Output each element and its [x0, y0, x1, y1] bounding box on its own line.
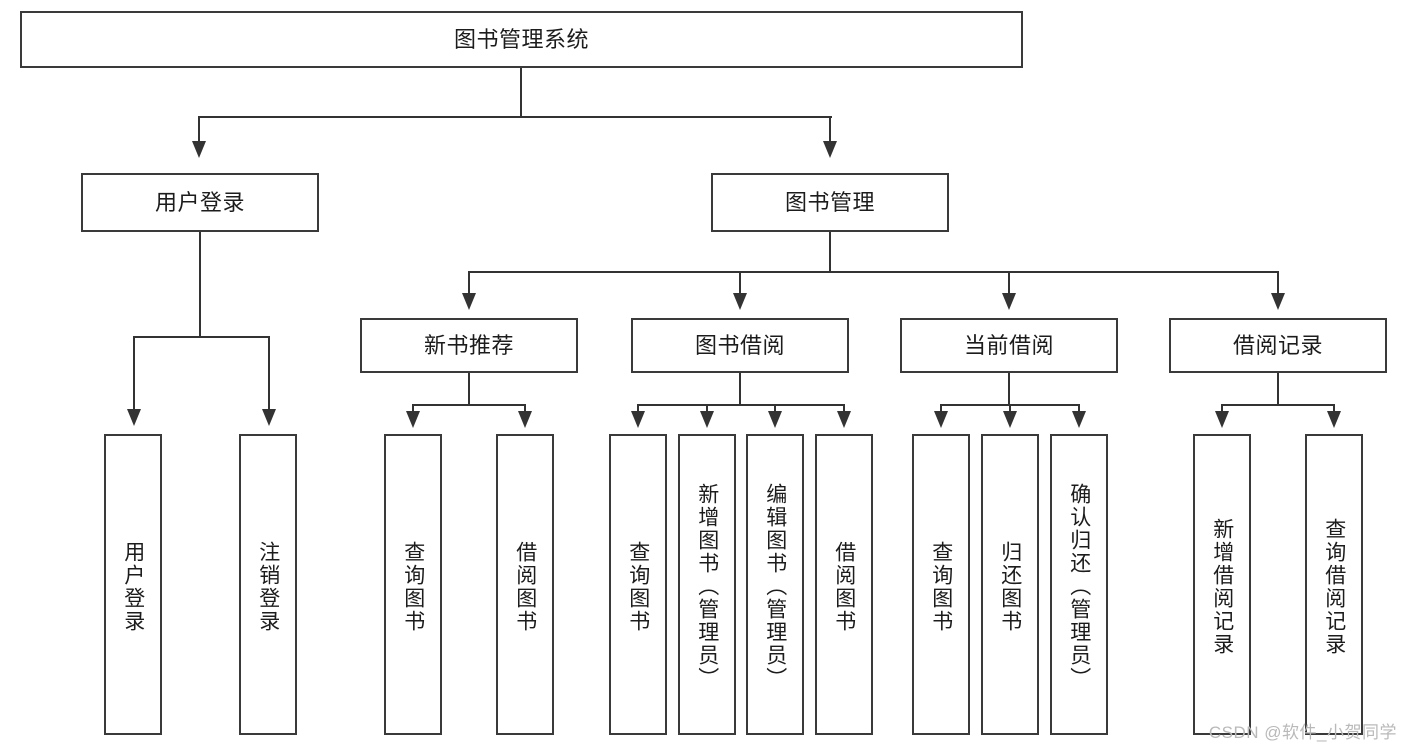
leaf-logout-login-label: 注销登录: [256, 540, 280, 633]
connector-root-to-user-login: [198, 116, 201, 143]
leaf-borrow-book-2-label: 借阅图书: [832, 540, 856, 633]
arrowhead-book-manage-to-book-borrow: [733, 293, 747, 310]
node-book-borrow[interactable]: 图书借阅: [631, 318, 849, 373]
connector-root-bar: [198, 116, 832, 119]
connector-book-borrow-bar: [637, 404, 845, 407]
connector-user-login-to-leaf-2: [268, 336, 271, 411]
leaf-query-book-1[interactable]: 查询图书: [384, 434, 442, 735]
node-book-manage-label: 图书管理: [784, 189, 875, 215]
leaf-add-book[interactable]: 新增图书（管理员）: [678, 434, 736, 735]
leaf-confirm-return[interactable]: 确认归还（管理员）: [1050, 434, 1108, 735]
arrowhead-book-manage-to-borrow-record: [1271, 293, 1285, 310]
leaf-borrow-book-2[interactable]: 借阅图书: [815, 434, 873, 735]
arrowhead-root-to-user-login: [192, 141, 206, 158]
connector-user-login-to-leaf-1: [133, 336, 136, 411]
arrowhead-current-borrow-to-leaf-2: [1003, 411, 1017, 428]
leaf-user-login[interactable]: 用户登录: [104, 434, 162, 735]
node-user-login-label: 用户登录: [154, 189, 245, 215]
node-root[interactable]: 图书管理系统: [20, 11, 1023, 68]
arrowhead-borrow-record-to-leaf-2: [1327, 411, 1341, 428]
arrowhead-book-borrow-to-leaf-3: [768, 411, 782, 428]
connector-new-book-stem: [468, 373, 471, 406]
arrowhead-current-borrow-to-leaf-3: [1072, 411, 1086, 428]
connector-current-borrow-stem: [1008, 373, 1011, 406]
leaf-query-record-label: 查询借阅记录: [1322, 517, 1346, 656]
node-current-borrow-label: 当前借阅: [963, 332, 1054, 358]
connector-borrow-record-to-leaf-2: [1333, 404, 1336, 413]
connector-borrow-record-to-leaf-1: [1221, 404, 1224, 413]
connector-book-borrow-to-leaf-4: [843, 404, 846, 413]
connector-book-manage-stem: [829, 232, 832, 273]
node-user-login[interactable]: 用户登录: [81, 173, 319, 232]
arrowhead-root-to-book-manage: [823, 141, 837, 158]
connector-current-borrow-to-leaf-2: [1009, 404, 1012, 413]
leaf-confirm-return-label: 确认归还（管理员）: [1067, 483, 1091, 690]
leaf-borrow-book-1[interactable]: 借阅图书: [496, 434, 554, 735]
node-new-book-recommend[interactable]: 新书推荐: [360, 318, 578, 373]
arrowhead-book-borrow-to-leaf-4: [837, 411, 851, 428]
arrowhead-new-book-to-leaf-1: [406, 411, 420, 428]
connector-borrow-record-stem: [1277, 373, 1280, 406]
arrowhead-book-borrow-to-leaf-2: [700, 411, 714, 428]
connector-book-manage-bar: [468, 271, 1279, 274]
connector-user-login-bar: [133, 336, 268, 339]
connector-book-borrow-stem: [739, 373, 742, 406]
leaf-return-book-label: 归还图书: [998, 540, 1022, 633]
arrowhead-book-borrow-to-leaf-1: [631, 411, 645, 428]
arrowhead-user-login-to-leaf-2: [262, 409, 276, 426]
node-root-label: 图书管理系统: [453, 26, 589, 52]
leaf-add-book-label: 新增图书（管理员）: [695, 483, 719, 690]
connector-book-borrow-to-leaf-3: [774, 404, 777, 413]
connector-root-stem: [520, 68, 523, 118]
arrowhead-current-borrow-to-leaf-1: [934, 411, 948, 428]
leaf-query-book-1-label: 查询图书: [401, 540, 425, 633]
connector-book-borrow-to-leaf-2: [706, 404, 709, 413]
connector-new-book-to-leaf-1: [412, 404, 415, 413]
arrowhead-new-book-to-leaf-2: [518, 411, 532, 428]
leaf-add-record[interactable]: 新增借阅记录: [1193, 434, 1251, 735]
leaf-edit-book[interactable]: 编辑图书（管理员）: [746, 434, 804, 735]
connector-book-borrow-to-leaf-1: [637, 404, 640, 413]
connector-current-borrow-to-leaf-1: [940, 404, 943, 413]
connector-book-manage-to-borrow-record: [1277, 271, 1280, 295]
connector-new-book-to-leaf-2: [524, 404, 527, 413]
node-book-borrow-label: 图书借阅: [694, 332, 785, 358]
connector-book-manage-to-book-borrow: [739, 271, 742, 295]
node-current-borrow[interactable]: 当前借阅: [900, 318, 1118, 373]
arrowhead-user-login-to-leaf-1: [127, 409, 141, 426]
connector-new-book-bar: [412, 404, 525, 407]
leaf-edit-book-label: 编辑图书（管理员）: [763, 483, 787, 690]
node-borrow-record[interactable]: 借阅记录: [1169, 318, 1387, 373]
connector-borrow-record-bar: [1221, 404, 1334, 407]
leaf-query-book-2[interactable]: 查询图书: [609, 434, 667, 735]
node-new-book-recommend-label: 新书推荐: [423, 332, 514, 358]
leaf-add-record-label: 新增借阅记录: [1210, 517, 1234, 656]
connector-current-borrow-to-leaf-3: [1078, 404, 1081, 413]
connector-user-login-stem: [199, 232, 202, 338]
leaf-logout-login[interactable]: 注销登录: [239, 434, 297, 735]
connector-root-to-book-manage: [829, 116, 832, 143]
arrowhead-borrow-record-to-leaf-1: [1215, 411, 1229, 428]
leaf-borrow-book-1-label: 借阅图书: [513, 540, 537, 633]
leaf-query-record[interactable]: 查询借阅记录: [1305, 434, 1363, 735]
arrowhead-book-manage-to-new-book: [462, 293, 476, 310]
leaf-query-book-2-label: 查询图书: [626, 540, 650, 633]
arrowhead-book-manage-to-current-borrow: [1002, 293, 1016, 310]
leaf-return-book[interactable]: 归还图书: [981, 434, 1039, 735]
leaf-user-login-label: 用户登录: [121, 540, 145, 633]
leaf-query-book-3[interactable]: 查询图书: [912, 434, 970, 735]
node-borrow-record-label: 借阅记录: [1232, 332, 1323, 358]
connector-book-manage-to-current-borrow: [1008, 271, 1011, 295]
connector-book-manage-to-new-book: [468, 271, 471, 295]
leaf-query-book-3-label: 查询图书: [929, 540, 953, 633]
node-book-manage[interactable]: 图书管理: [711, 173, 949, 232]
